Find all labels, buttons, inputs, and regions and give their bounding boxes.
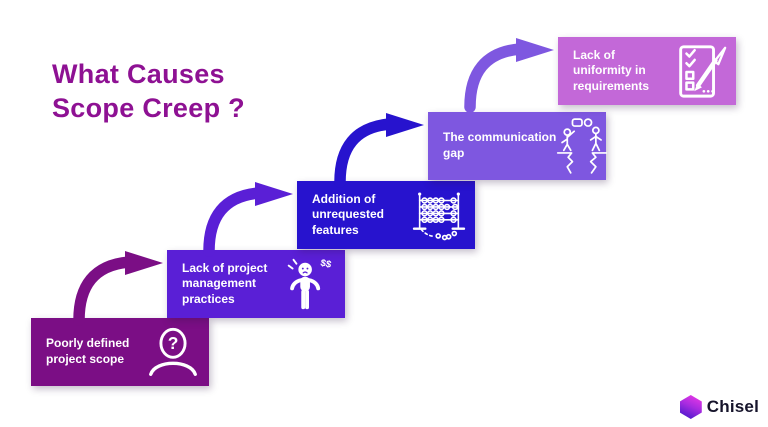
chisel-hexagon-icon <box>679 395 702 419</box>
step-unrequested-features: Addition of unrequested features <box>297 181 475 249</box>
step-label: Addition of unrequested features <box>312 191 385 237</box>
step-label: The communication gap <box>443 130 557 160</box>
step-lack-of-pm-practices: Lack of project management practices $$ <box>167 250 345 318</box>
abacus-icon <box>410 185 468 245</box>
step-label: Lack of uniformity in requirements <box>573 47 650 93</box>
step-poorly-defined-scope: Poorly defined project scope ? <box>31 318 209 386</box>
dollar-glyph: $$ <box>319 258 332 271</box>
communication-gap-icon <box>556 116 608 176</box>
chisel-logo: Chisel <box>679 395 759 419</box>
checklist-pencil-icon <box>671 41 729 101</box>
person-question-icon: ? <box>144 322 202 382</box>
step-uniformity-requirements: Lack of uniformity in requirements <box>558 37 736 105</box>
page-title: What Causes Scope Creep ? <box>52 59 245 123</box>
step-label: Poorly defined project scope <box>46 336 130 366</box>
question-glyph: ? <box>168 333 179 353</box>
stressed-person-money-icon: $$ <box>280 254 338 314</box>
arrow-step4-to-step5 <box>460 37 560 113</box>
arrow-step1-to-step2 <box>69 250 169 326</box>
step-communication-gap: The communication gap <box>428 112 608 180</box>
chisel-logo-text: Chisel <box>706 397 759 416</box>
step-label: Lack of project management practices <box>182 260 268 306</box>
arrow-step3-to-step4 <box>330 112 430 188</box>
arrow-step2-to-step3 <box>199 181 299 257</box>
